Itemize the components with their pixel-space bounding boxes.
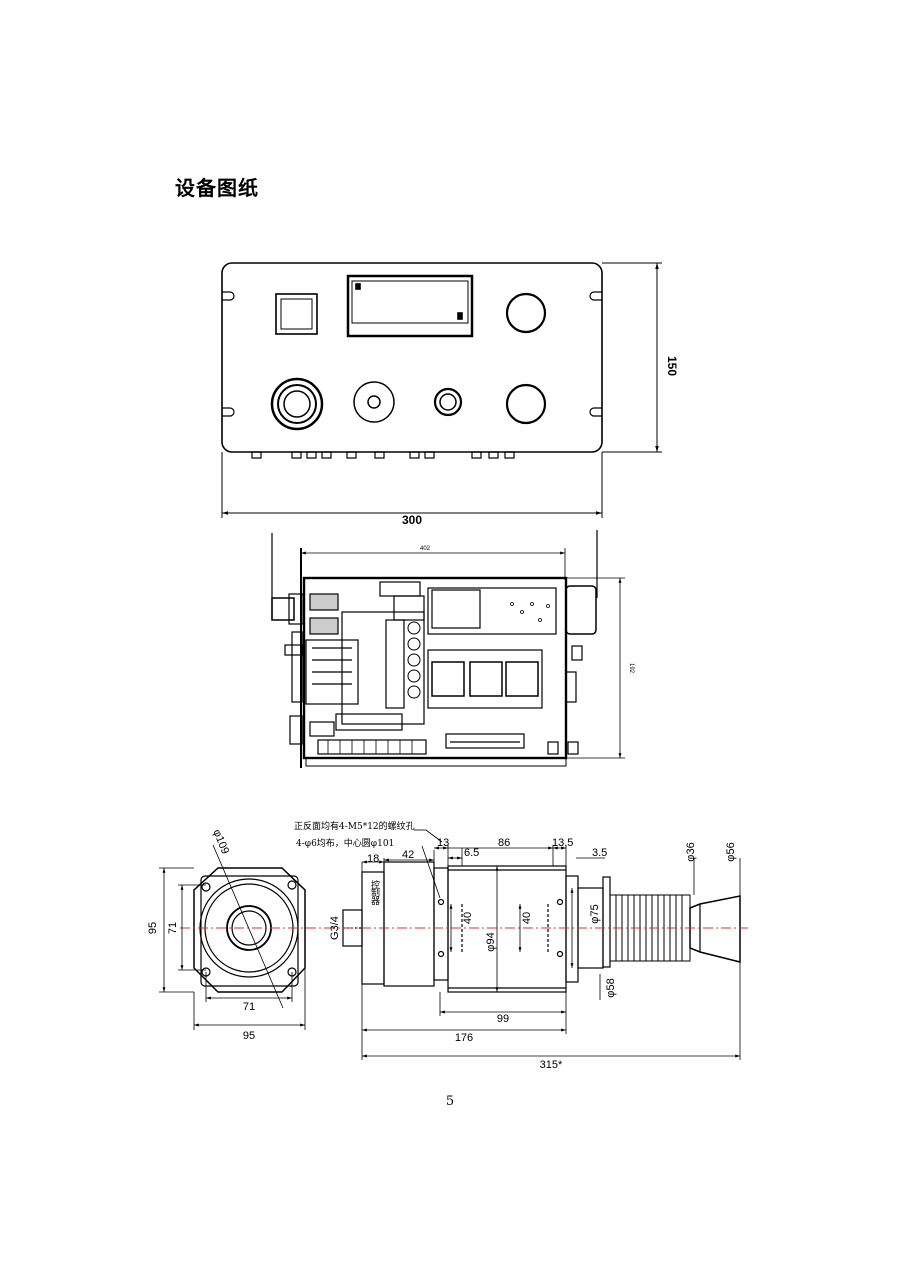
- dim-d94: φ94: [485, 932, 497, 951]
- dim-d36: φ36: [685, 842, 697, 861]
- dim-d75: φ75: [589, 904, 601, 923]
- dim-d56: φ56: [725, 842, 737, 861]
- dim-176: 176: [455, 1032, 473, 1044]
- page-title: 设备图纸: [175, 176, 259, 200]
- dim-71-horizontal: 71: [243, 1001, 255, 1013]
- dim-13-5: 13.5: [552, 837, 573, 849]
- mounting-ears: [222, 291, 602, 417]
- indicator-knob-bottom: [505, 383, 547, 425]
- dim-86: 86: [498, 837, 510, 849]
- note-thread-holes: 正反面均有4-M5*12的螺纹孔: [294, 820, 415, 832]
- dim-3-5: 3.5: [592, 847, 607, 859]
- power-switch: [275, 293, 318, 335]
- sensor-end-view: [159, 844, 325, 1030]
- sensor-side-view: [325, 829, 748, 1060]
- page-number: 5: [445, 1094, 455, 1109]
- front-panel-view: [221, 262, 662, 518]
- dim-d109: φ109: [210, 828, 231, 856]
- note-bolt-circle: 4-φ6均布，中心圆φ101: [296, 837, 394, 849]
- side-height-dim: 192: [628, 663, 634, 674]
- panel-outline: [221, 262, 603, 453]
- dim-71-vertical: 71: [167, 922, 179, 934]
- connector-medium: [353, 381, 395, 423]
- dim-315: 315*: [540, 1059, 563, 1071]
- dim-d58: φ58: [605, 978, 617, 997]
- indicator-knob-top: [505, 292, 547, 334]
- controller-label-3: 器: [371, 896, 380, 907]
- dim-6-5: 6.5: [464, 847, 479, 859]
- dim-95-horizontal: 95: [243, 1030, 255, 1042]
- dim-95-vertical: 95: [147, 922, 159, 934]
- display-window: [346, 274, 474, 338]
- terminal-tabs: [251, 451, 515, 459]
- front-height-dim: 150: [665, 356, 679, 376]
- dim-18: 18: [367, 853, 379, 865]
- side-width-dim: 402: [420, 546, 431, 552]
- front-width-dim: 300: [402, 513, 422, 527]
- connector-small: [433, 387, 463, 417]
- main-pcb: [341, 611, 425, 725]
- internal-layout-view: [271, 530, 625, 768]
- dim-g34: G3/4: [329, 916, 341, 940]
- dim-13: 13: [437, 837, 449, 849]
- dim-99: 99: [497, 1013, 509, 1025]
- dim-40-right: 40: [521, 912, 533, 924]
- dim-42: 42: [402, 849, 414, 861]
- controller-label-2: 制: [371, 887, 380, 899]
- terminal-strip: [317, 739, 427, 755]
- connector-large: [270, 377, 324, 431]
- enclosure-outline: [302, 576, 568, 760]
- dim-40-left: 40: [462, 912, 474, 924]
- controller-label-1: 控: [371, 879, 380, 891]
- relay-board: [427, 649, 543, 709]
